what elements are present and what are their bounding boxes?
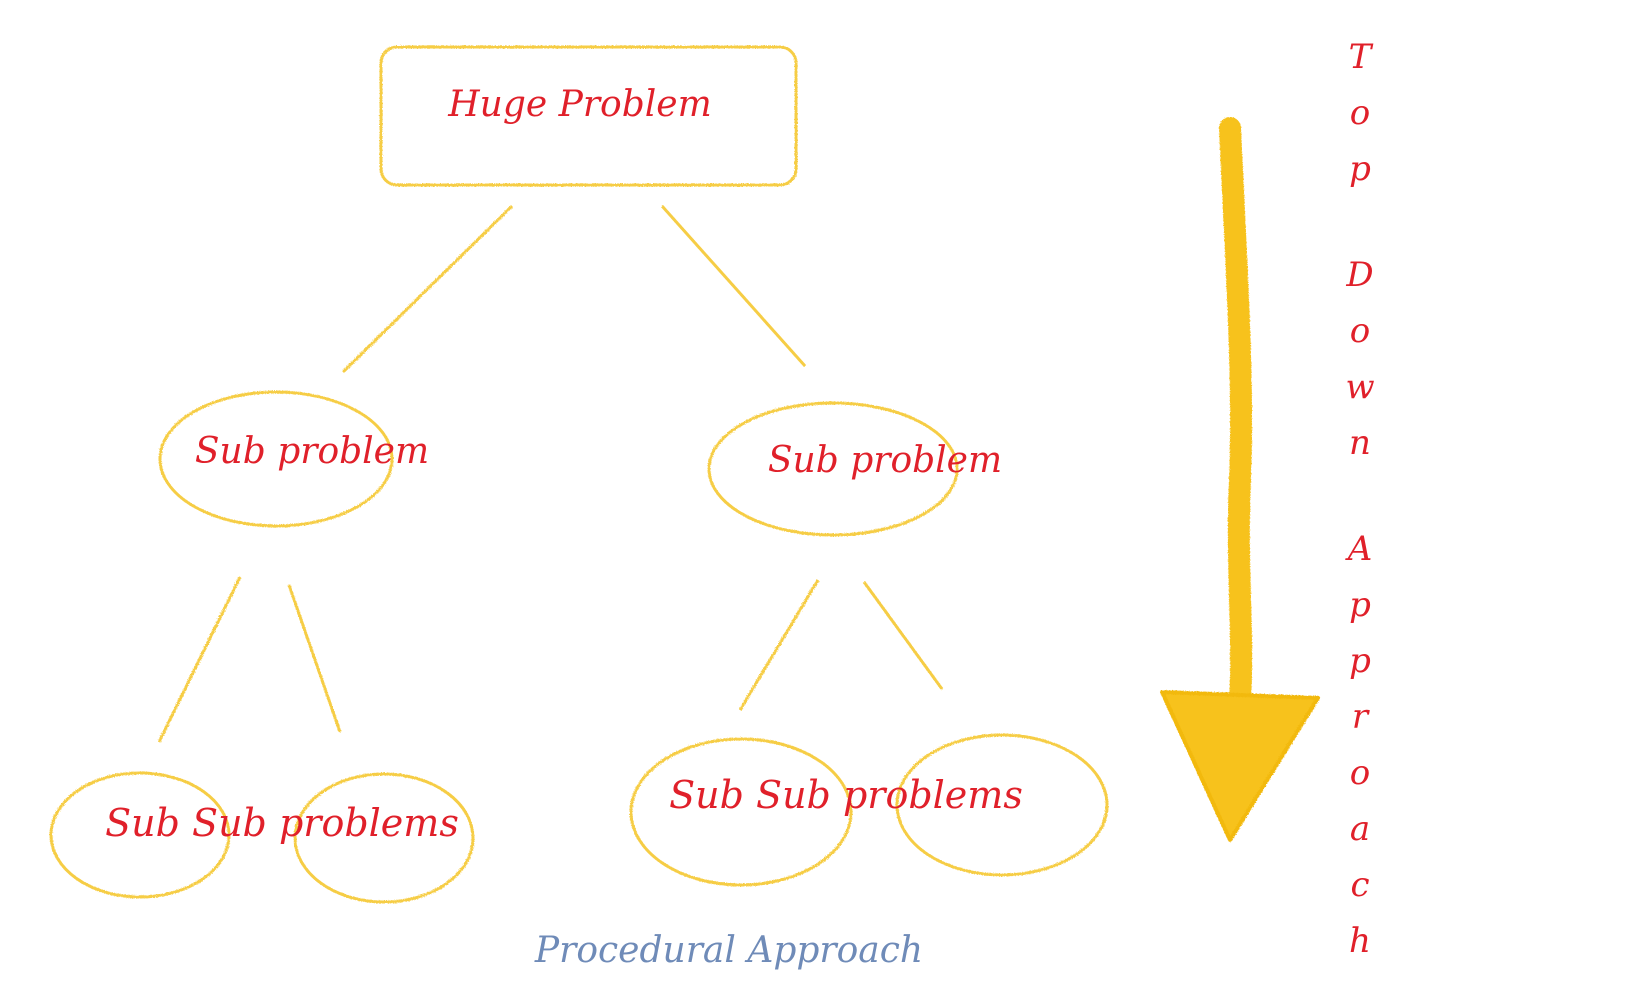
connector-root-right: [660, 205, 807, 367]
side-label-letter: o: [1350, 311, 1370, 351]
side-label-letter: r: [1352, 697, 1370, 737]
diagram-caption: Procedural Approach: [534, 930, 923, 971]
sub-sub-problem-left-a-ellipse: [49, 771, 231, 899]
side-label-letter: A: [1345, 529, 1373, 569]
side-label-letter: o: [1350, 753, 1370, 793]
sub-problem-right-ellipse: [707, 401, 959, 537]
sub-problem-right-label: Sub problem: [768, 440, 1002, 481]
connector-right-b: [862, 581, 944, 690]
sub-sub-problem-right-b-ellipse: [895, 733, 1109, 877]
side-label-letter: c: [1350, 865, 1369, 905]
connector-left-a: [157, 576, 242, 743]
down-arrow-icon: [1160, 117, 1320, 842]
sub-sub-problems-right-label: Sub Sub problems: [669, 773, 1023, 817]
side-label-letter: w: [1345, 367, 1374, 407]
sub-problem-left-label: Sub problem: [195, 431, 429, 472]
sub-sub-problems-left-label: Sub Sub problems: [105, 801, 459, 845]
side-label-letter: T: [1349, 37, 1374, 77]
side-label-letter: o: [1350, 93, 1370, 133]
side-label-letter: h: [1349, 921, 1371, 961]
side-label-letter: n: [1349, 423, 1371, 463]
huge-problem-label: Huge Problem: [447, 84, 711, 125]
side-label-letter: p: [1349, 585, 1371, 625]
side-label-letter: D: [1345, 255, 1373, 295]
sub-sub-problem-left-b-ellipse: [293, 772, 475, 904]
sub-sub-problem-right-a-ellipse: [629, 737, 853, 887]
side-label-letter: p: [1349, 641, 1371, 681]
side-label-letter: p: [1349, 149, 1371, 189]
connector-right-a: [738, 579, 820, 711]
connector-root-left: [341, 204, 514, 374]
connector-left-b: [287, 584, 342, 733]
huge-problem-box: [379, 45, 798, 187]
sub-problem-left-ellipse: [158, 390, 394, 528]
side-label-letter: a: [1350, 809, 1370, 849]
